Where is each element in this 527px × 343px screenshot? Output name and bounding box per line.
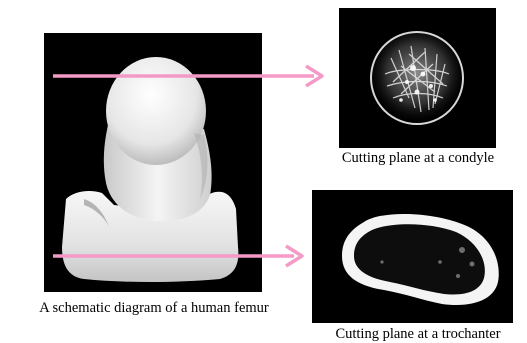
- trochanter-cross-section: [312, 190, 513, 323]
- caption-femur-diagram: A schematic diagram of a human femur: [9, 300, 299, 317]
- caption-condyle-plane: Cutting plane at a condyle: [322, 150, 514, 167]
- condyle-cross-section: [339, 8, 496, 148]
- arrow-to-trochanter-head: [286, 246, 302, 266]
- femur-illustration: [44, 33, 262, 292]
- condyle-section-illustration: [339, 8, 496, 148]
- caption-trochanter-plane: Cutting plane at a trochanter: [312, 326, 524, 343]
- trochanter-section-illustration: [312, 190, 513, 323]
- femur-image-panel: [44, 33, 262, 292]
- femur-head-shape: [106, 57, 206, 165]
- arrow-to-condyle-head: [306, 66, 322, 86]
